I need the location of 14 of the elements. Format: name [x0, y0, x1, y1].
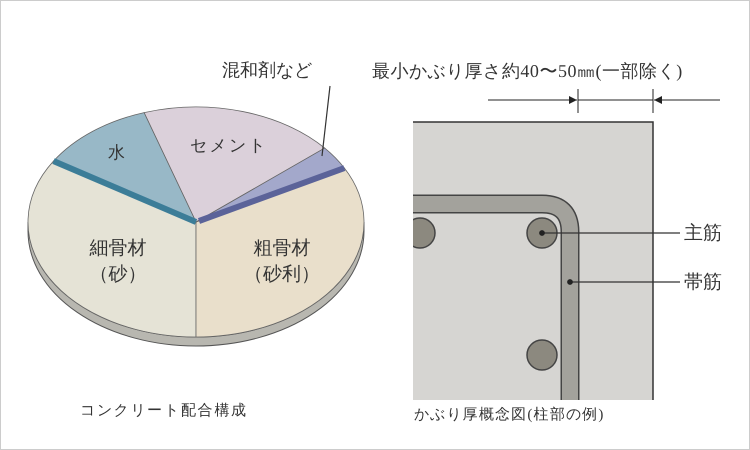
caption: コンクリート配合構成: [80, 402, 248, 421]
text-label: 帯筋: [684, 270, 722, 296]
leader-line: [567, 279, 680, 285]
text-label: 水: [108, 142, 125, 165]
leader-line: [539, 230, 680, 236]
text-label: 細骨材（砂）: [80, 236, 156, 288]
caption: かぶり厚概念図(柱部の例): [414, 406, 605, 425]
cover-thickness-label: 最小かぶり厚さ約40〜50㎜(一部除く): [372, 60, 683, 83]
text-label: セメント: [190, 135, 268, 158]
hoop-rebar: [413, 194, 580, 400]
text-label: 混和剤など: [222, 58, 312, 82]
leader-line: [321, 86, 331, 156]
text-label: 主筋: [684, 221, 722, 247]
text-label: 粗骨材（砂利）: [240, 236, 324, 288]
